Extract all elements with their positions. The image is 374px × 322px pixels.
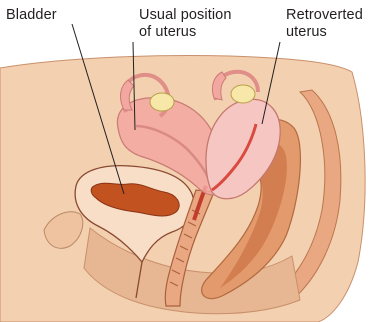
retroverted-label-line-2: uterus <box>286 24 363 41</box>
retroverted-label-line-1: Retroverted <box>286 7 363 24</box>
bladder-label-line-1: Bladder <box>6 7 57 24</box>
usual-position-label-line-1: Usual position <box>139 7 231 24</box>
usual-position-label: Usual position of uterus <box>139 7 231 41</box>
retroverted-ovary <box>231 85 255 103</box>
usual-ovary <box>150 93 174 111</box>
retroverted-label: Retroverted uterus <box>286 7 363 41</box>
bladder-label: Bladder <box>6 7 57 24</box>
usual-position-label-line-2: of uterus <box>139 24 231 41</box>
